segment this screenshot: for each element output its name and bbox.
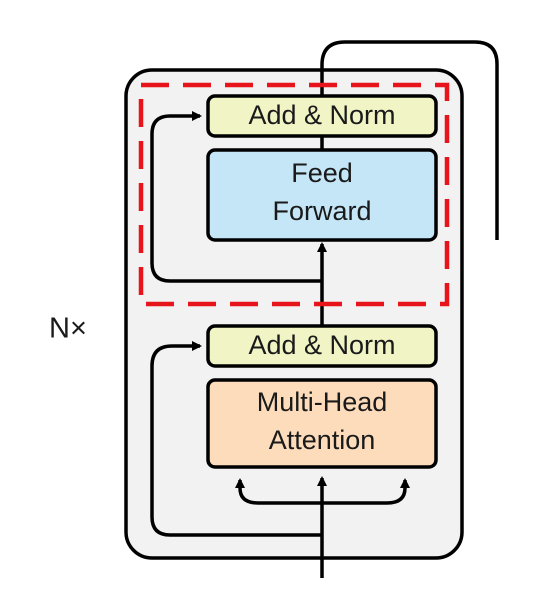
attention-label-line1: Multi-Head (257, 387, 388, 417)
bottom-add-norm-label: Add & Norm (248, 330, 395, 360)
feed-forward-box (206, 148, 438, 242)
multi-head-attention-box (206, 378, 438, 469)
residual-arrow-top (150, 111, 322, 283)
residual-arrow-bottom (150, 341, 322, 537)
top-add-norm-label: Add & Norm (248, 100, 395, 130)
repeat-count-label: N× (49, 313, 87, 345)
attention-branch-right-arrow (322, 478, 410, 505)
encoder-layer-block (124, 68, 464, 560)
output-connection-line (320, 40, 499, 240)
feed-forward-label-line2: Forward (272, 196, 371, 226)
highlight-dashed-outline (138, 82, 450, 307)
bottom-add-norm-box (206, 324, 438, 368)
feed-forward-label-line1: Feed (291, 158, 353, 188)
attention-branch-left-arrow (235, 478, 322, 505)
attention-label-line2: Attention (269, 425, 376, 455)
top-add-norm-box (206, 94, 438, 138)
